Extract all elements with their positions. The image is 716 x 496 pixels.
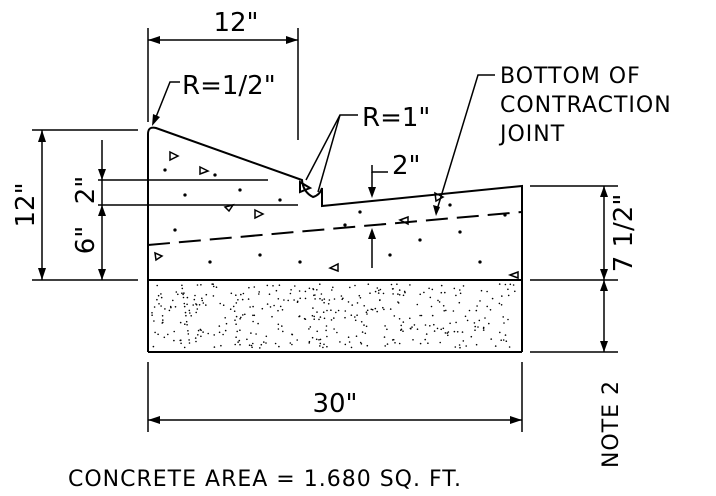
top-width-dimension: 12" (147, 8, 299, 140)
left-gutter-dimensions: 2" 6" (71, 140, 298, 280)
concrete-section (147, 126, 523, 353)
concrete-aggregate-marks (154, 150, 519, 280)
top-width-label: 12" (213, 8, 258, 38)
left-lower-label: 6" (71, 226, 101, 255)
concrete-area-label: CONCRETE AREA = 1.680 SQ. FT. (68, 467, 462, 491)
joint-note-line1: BOTTOM OF (500, 64, 641, 89)
total-height-label: 12" (11, 182, 41, 227)
large-radius-label: R=1" (362, 103, 430, 133)
contraction-joint-callout: BOTTOM OF CONTRACTION JOINT (433, 64, 672, 216)
small-radius-label: R=1/2" (182, 71, 276, 101)
joint-depth-dimension: 2" (368, 151, 421, 268)
joint-note-line2: CONTRACTION (500, 93, 672, 118)
note-label: NOTE 2 (599, 380, 624, 468)
bottom-width-dimension: 30" (147, 362, 523, 432)
right-height-dimension: 7 1/2" (530, 185, 639, 353)
joint-note-line3: JOINT (498, 122, 565, 147)
base-material-stipple (151, 283, 516, 349)
bottom-width-label: 30" (312, 389, 357, 419)
joint-depth-label: 2" (392, 151, 421, 181)
contraction-joint-line (147, 211, 523, 246)
right-height-label: 7 1/2" (609, 194, 639, 273)
large-radius-callout: R=1" (305, 103, 430, 193)
small-radius-callout: R=1/2" (152, 71, 276, 126)
total-height-dimension: 12" (11, 129, 138, 281)
left-upper-label: 2" (71, 176, 101, 205)
